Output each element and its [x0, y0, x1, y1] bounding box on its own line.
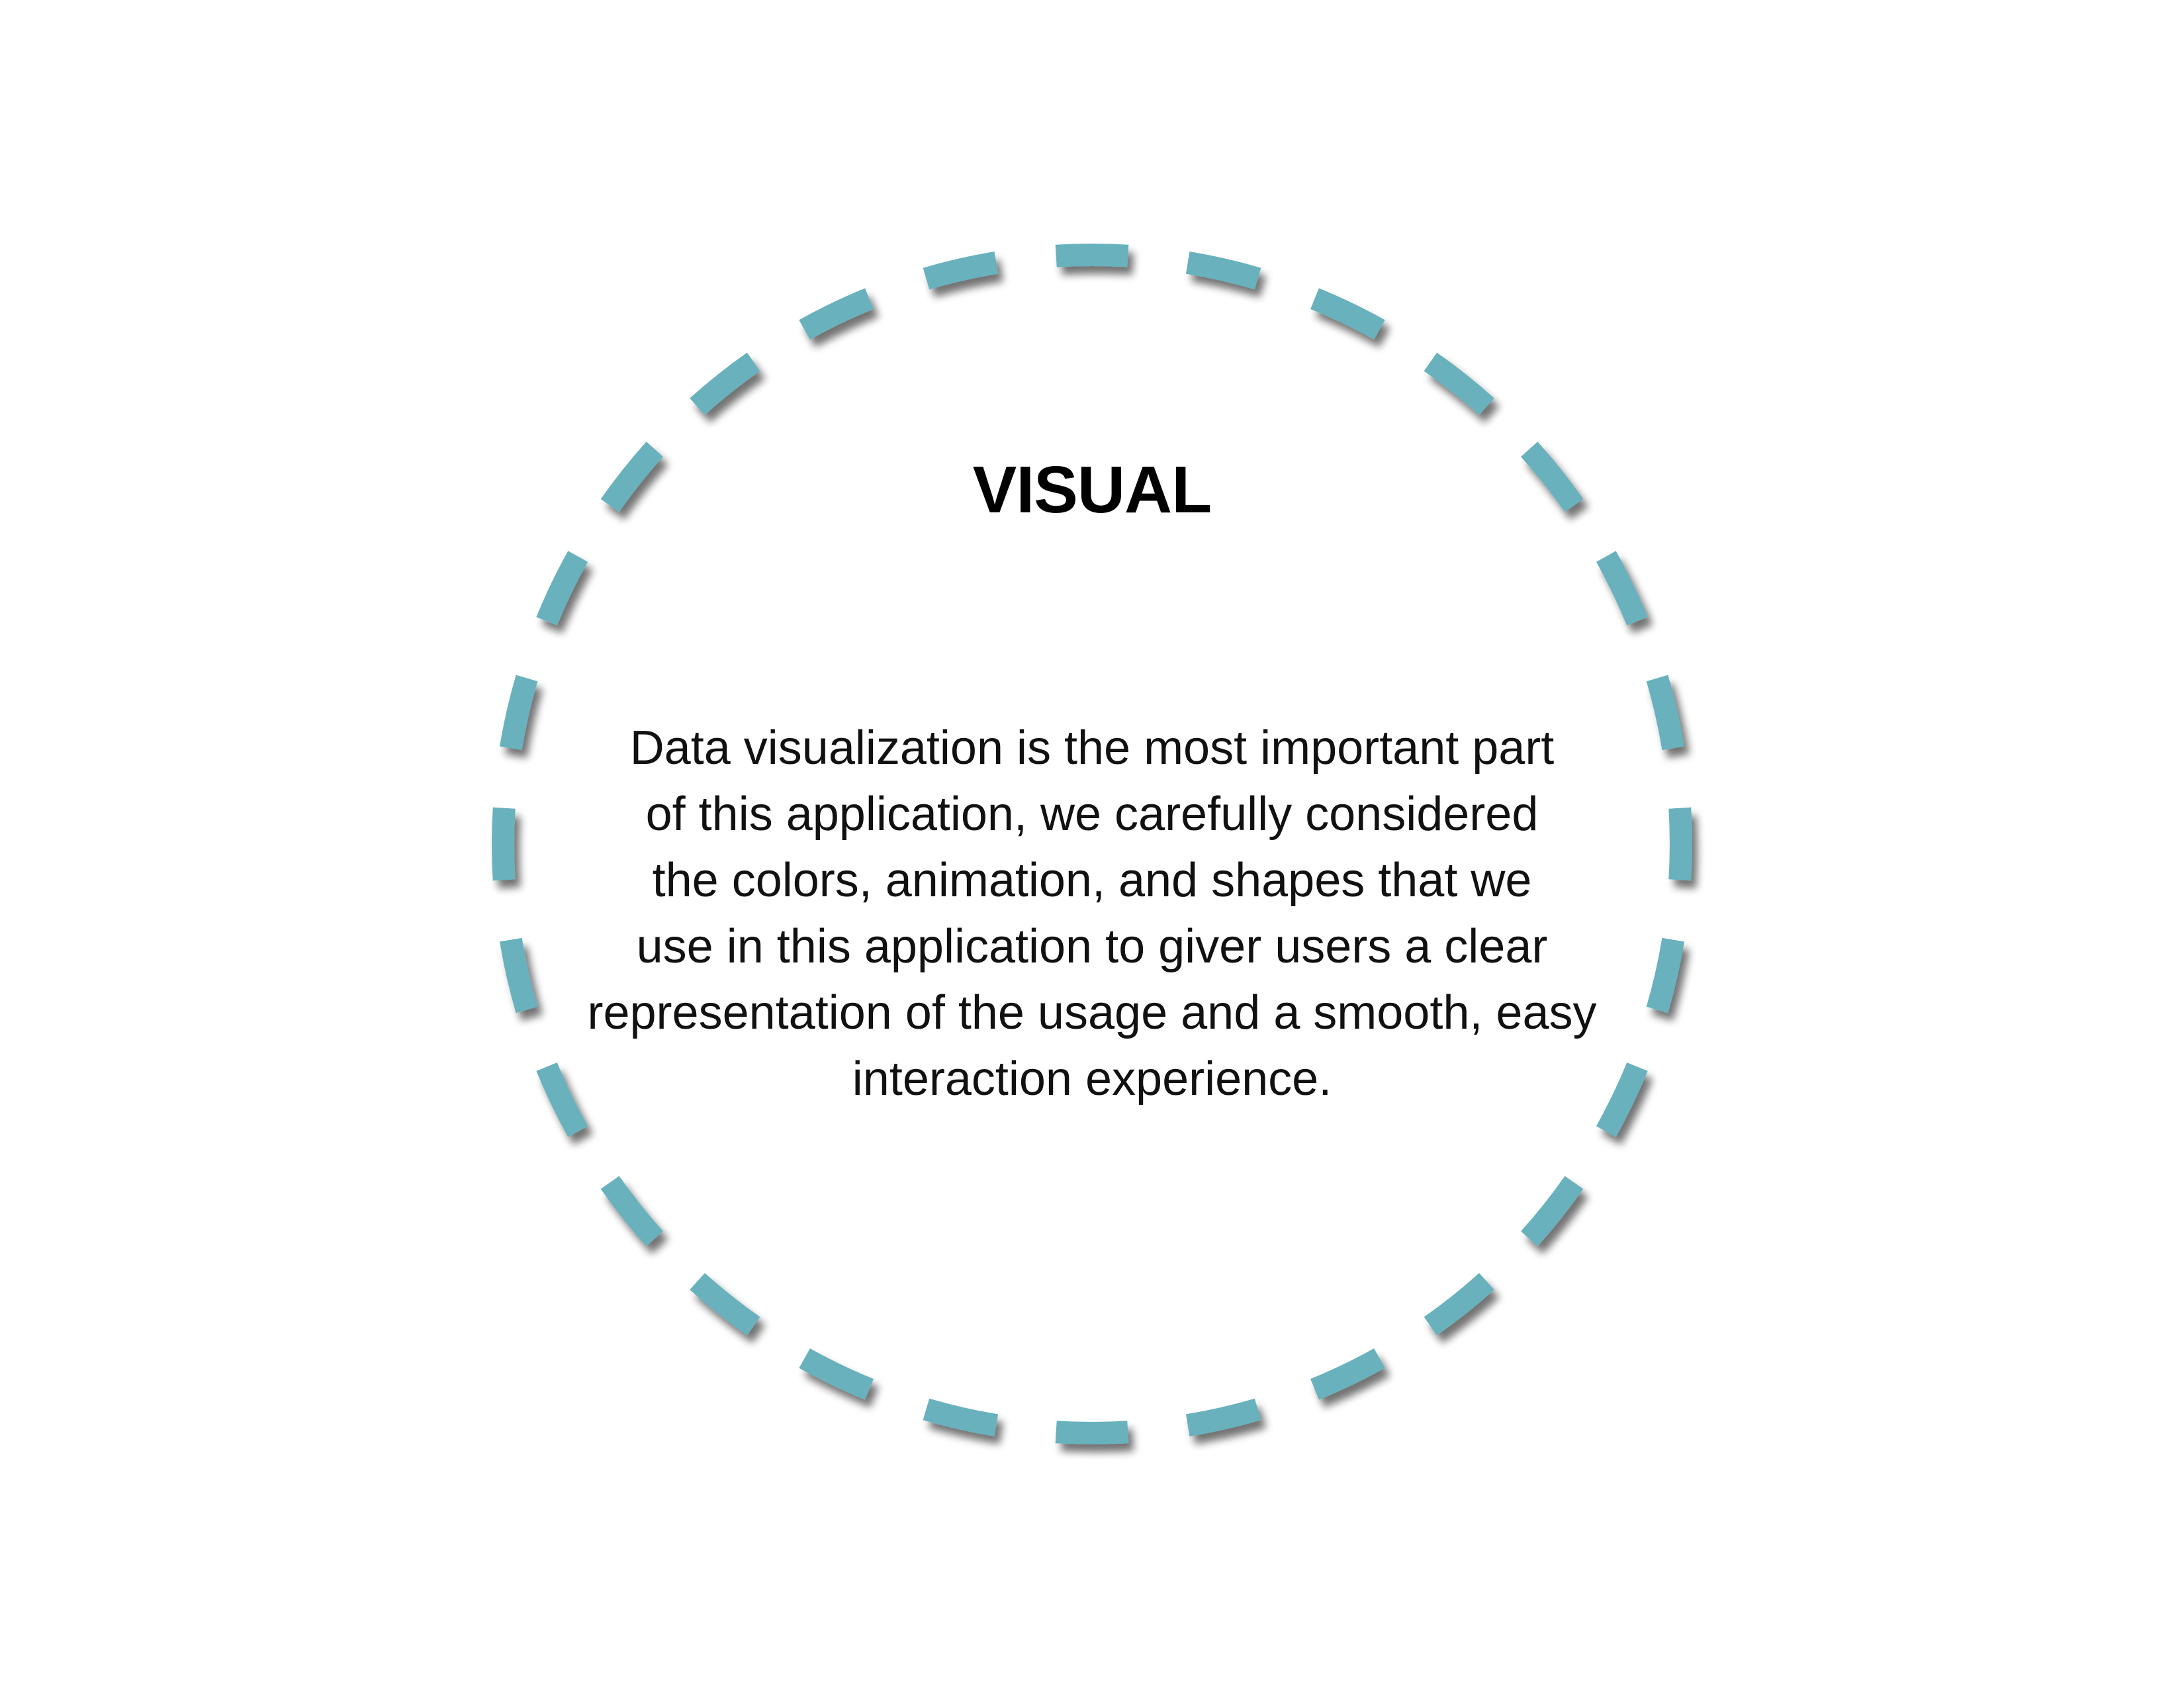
ring-dash — [1668, 807, 1692, 881]
ring-dash — [1310, 288, 1385, 340]
ring-dash — [1424, 352, 1494, 415]
ring-dash — [799, 1348, 874, 1400]
ring-dashes — [492, 244, 1692, 1444]
description-line: use in this application to giver users a… — [636, 920, 1548, 973]
ring-dash — [500, 937, 538, 1013]
ring-dash — [600, 1176, 663, 1246]
ring-dash — [536, 551, 588, 626]
ring-dash — [1055, 244, 1129, 267]
ring-dash — [492, 807, 516, 881]
ring-dash — [600, 442, 663, 512]
ring-dash — [1055, 1421, 1129, 1444]
description-line: the colors, animation, and shapes that w… — [652, 854, 1532, 907]
diagram-title: VISUAL — [972, 453, 1212, 527]
ring-dash — [1424, 1273, 1494, 1336]
description-line: of this application, we carefully consid… — [645, 788, 1539, 841]
ring-dash — [690, 1273, 760, 1336]
ring-dash — [536, 1062, 588, 1137]
ring-dash — [1521, 1176, 1584, 1246]
ring-dash — [690, 352, 760, 415]
ring-dash — [1596, 551, 1648, 626]
description-line: representation of the usage and a smooth… — [587, 986, 1597, 1039]
ring-dash — [1646, 937, 1684, 1013]
ring-dash — [923, 1398, 999, 1436]
ring-dash — [1185, 252, 1261, 290]
description-line: Data visualization is the most important… — [629, 722, 1555, 774]
description-line: interaction experience. — [852, 1053, 1332, 1105]
ring-dash — [1310, 1348, 1385, 1400]
ring-dash — [1596, 1062, 1648, 1137]
ring-dash — [799, 288, 874, 340]
ring-dash — [923, 252, 999, 290]
ring-dash — [1185, 1398, 1261, 1436]
ring-dash — [1646, 675, 1684, 751]
ring-dash — [500, 675, 538, 751]
description-paragraph: Data visualization is the most important… — [529, 715, 1655, 1112]
ring-dash — [1521, 442, 1584, 512]
